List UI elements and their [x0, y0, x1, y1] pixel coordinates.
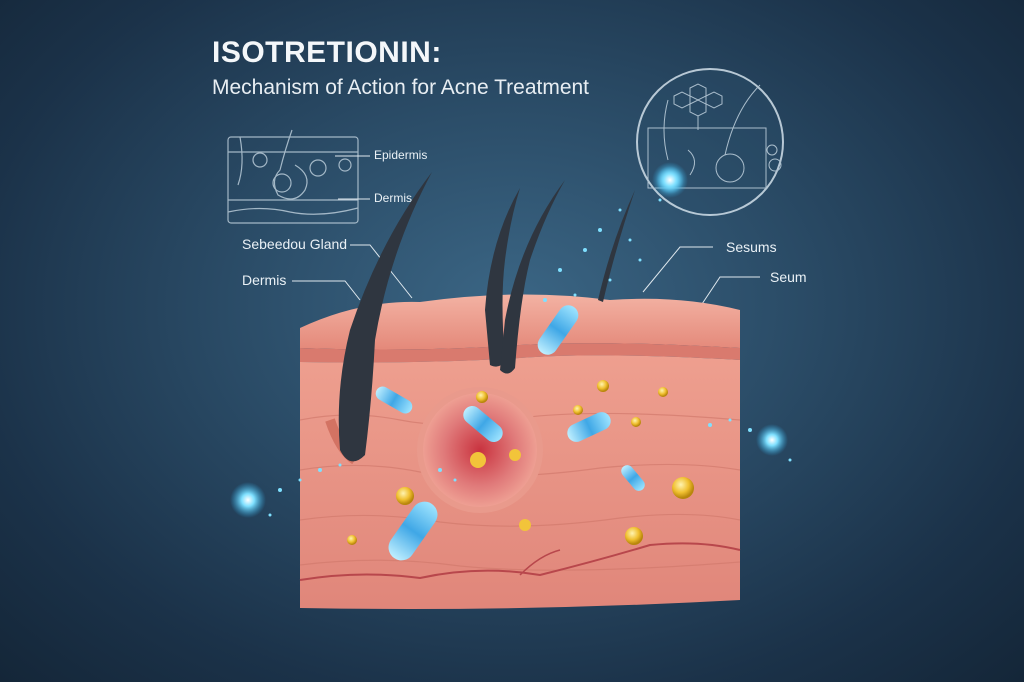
- sebum-droplets: [347, 380, 694, 545]
- label-sebaceous-gland: Sebeedou Gland: [242, 236, 348, 252]
- diagram-subtitle: Mechanism of Action for Acne Treatment: [212, 76, 590, 99]
- label-sesums: Sesums: [726, 239, 777, 255]
- capsules: [375, 305, 645, 561]
- label-dermis: Dermis: [242, 272, 287, 288]
- diagram-title: ISOTRETIONIN:: [212, 36, 442, 69]
- hair-strands: [338, 172, 635, 462]
- inset-label-dermis: Dermis: [374, 191, 412, 205]
- inset-diagram: [227, 129, 359, 224]
- label-seum: Seum: [770, 269, 807, 285]
- glow-particles: [230, 162, 792, 518]
- inset-label-epidermis: Epidermis: [374, 148, 428, 162]
